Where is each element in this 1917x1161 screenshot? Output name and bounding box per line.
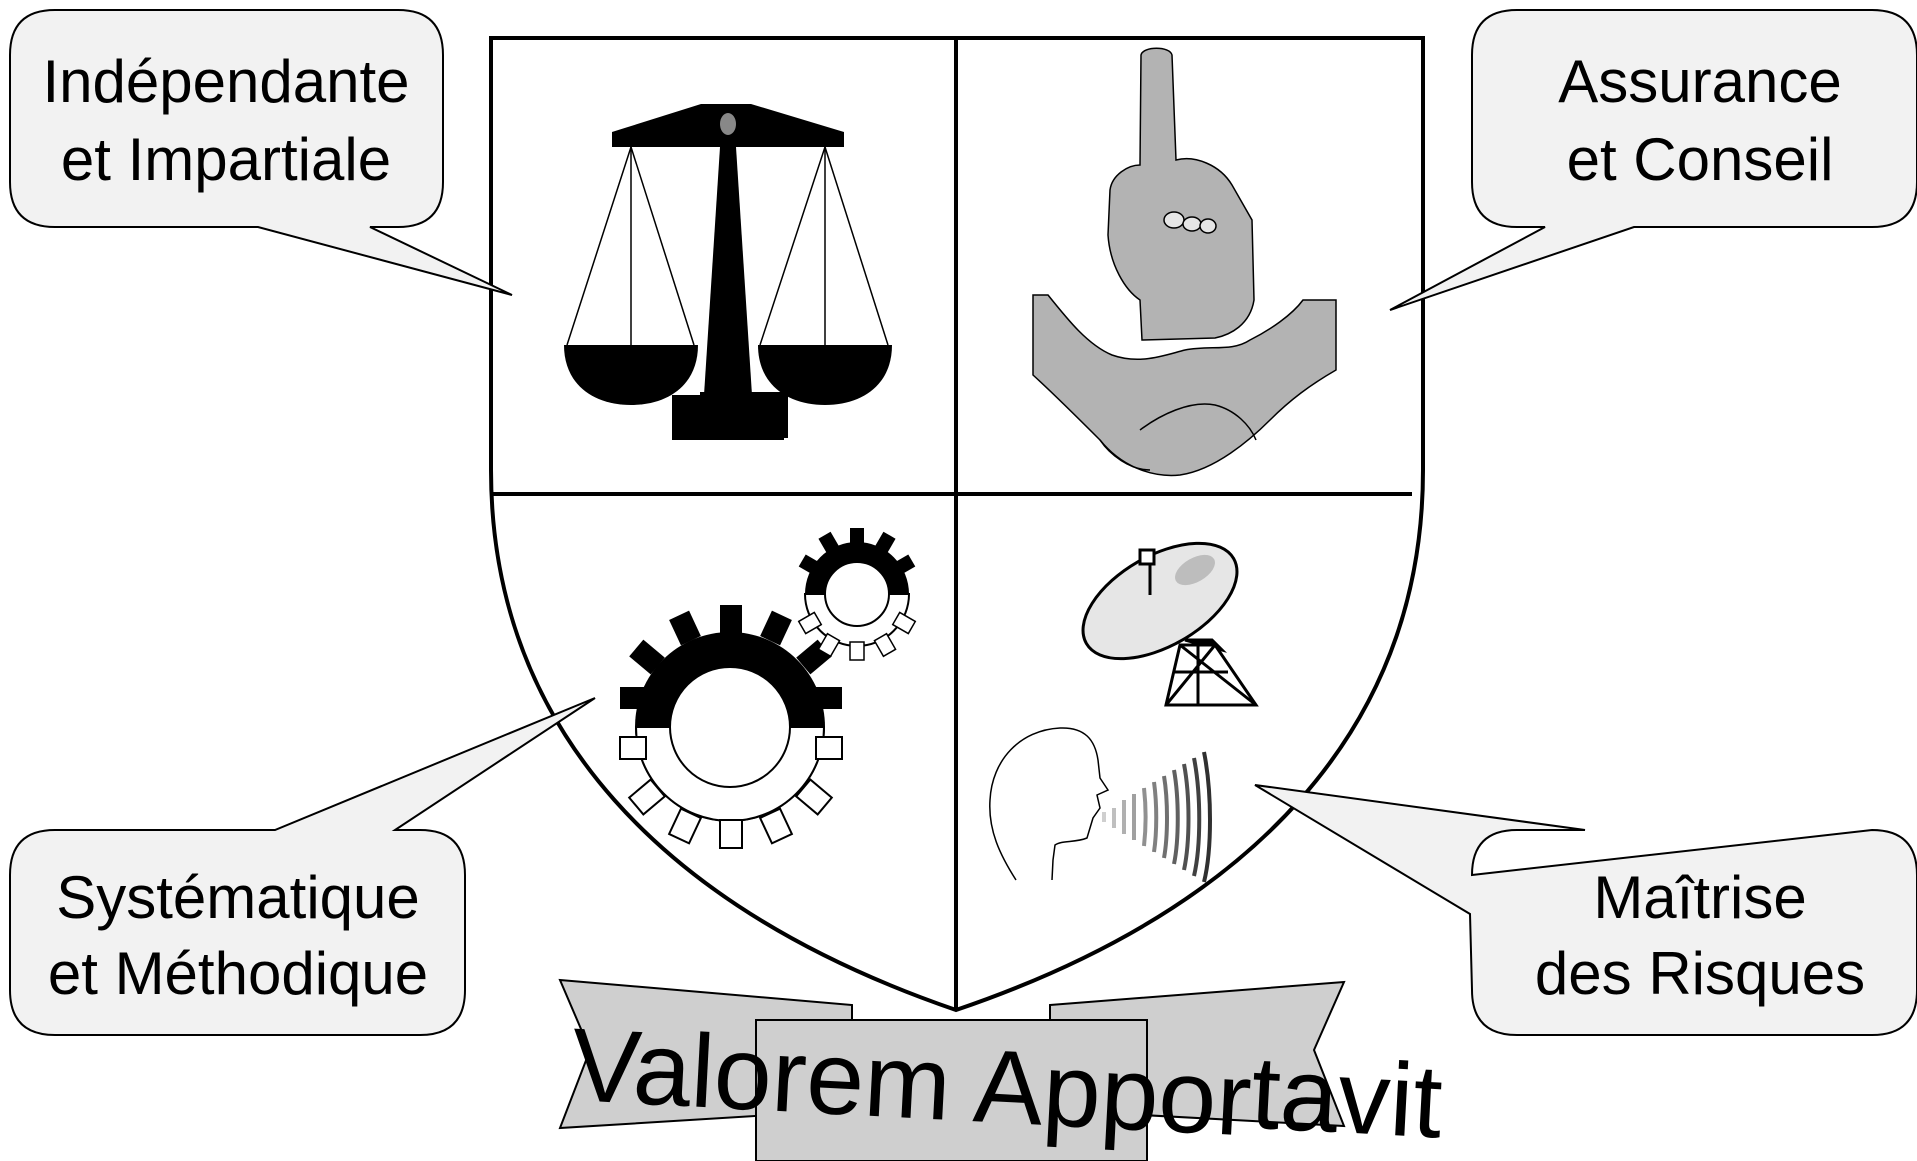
motto-banner <box>558 978 1346 1161</box>
sound-waves <box>1102 751 1212 883</box>
callout-systematique-line1: Systématique <box>56 864 420 931</box>
callout-systematique-line2: et Méthodique <box>48 940 428 1007</box>
callout-assurance: Assurance et Conseil <box>1389 9 1917 311</box>
speaking-head-icon <box>989 727 1212 883</box>
scales-icon <box>564 104 892 440</box>
callout-systematique: Systématique et Méthodique <box>9 697 596 1036</box>
satellite-dish-icon <box>1081 541 1259 707</box>
callout-maitrise-line2: des Risques <box>1535 940 1865 1007</box>
raised-finger-handshake-icon <box>1032 47 1337 477</box>
callout-maitrise: Maîtrise des Risques <box>1254 784 1917 1036</box>
callout-maitrise-line1: Maîtrise <box>1593 864 1806 931</box>
callout-assurance-line2: et Conseil <box>1567 126 1834 193</box>
callout-independante-line1: Indépendante <box>42 48 409 115</box>
banner-center <box>755 1019 1148 1161</box>
small-gear <box>797 528 917 661</box>
callout-independante: Indépendante et Impartiale <box>9 9 513 296</box>
gears-icon <box>619 528 917 849</box>
callout-independante-line2: et Impartiale <box>61 126 391 193</box>
large-gear <box>619 605 843 849</box>
callout-assurance-line1: Assurance <box>1558 48 1841 115</box>
